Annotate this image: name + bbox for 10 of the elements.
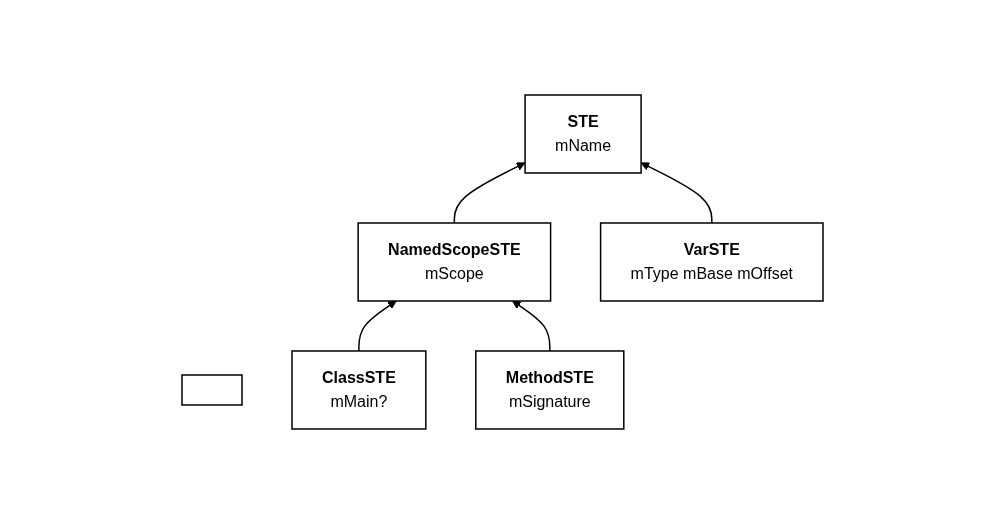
arrow: [454, 162, 526, 224]
arrow: [512, 300, 552, 352]
node-box: NamedScopeSTE mScope: [357, 222, 552, 302]
node-box: [181, 374, 244, 406]
arrow: [641, 162, 714, 224]
node-box: VarSTE mType mBase mOffset: [600, 222, 825, 302]
node-box: STE mName: [524, 94, 643, 174]
node-box: MethodSTE mSignature: [475, 350, 626, 430]
arrow: [358, 300, 398, 352]
node-box: ClassSTE mMain?: [291, 350, 428, 430]
